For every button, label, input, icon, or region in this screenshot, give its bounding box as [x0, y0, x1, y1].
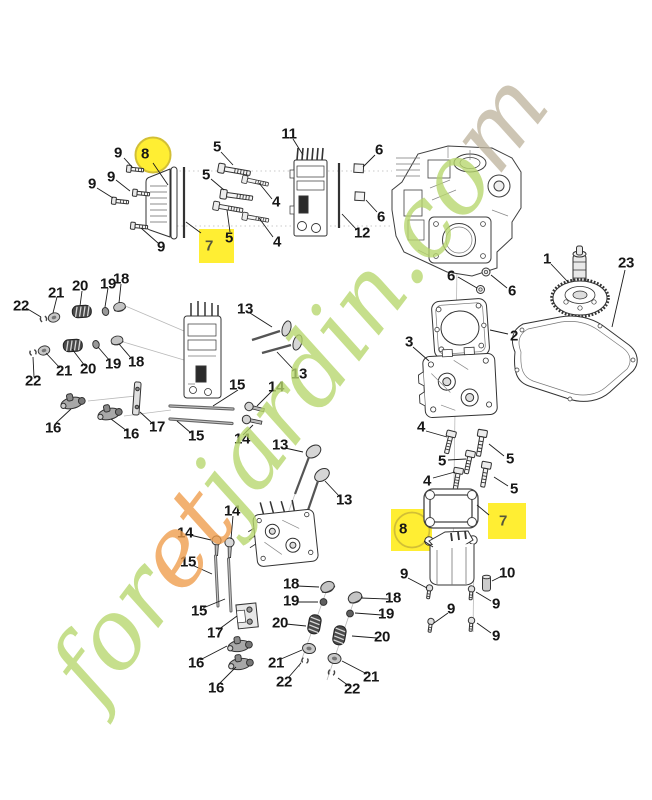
part-valve-springs-left	[28, 300, 127, 357]
highlight-box-7-bottom	[488, 503, 526, 539]
leader-lines	[25, 138, 626, 687]
highlight-box-7-top	[199, 229, 234, 263]
part-head-side-center	[183, 301, 222, 399]
part-engine-block	[391, 145, 522, 277]
part-cover-screws	[424, 583, 476, 634]
part-rockers-left	[58, 381, 142, 423]
part-1-camshaft-gear	[550, 245, 610, 318]
part-10-pin	[482, 574, 491, 592]
part-valve-cover-top	[145, 166, 186, 240]
part-13-valves-top	[251, 320, 303, 355]
part-13-valves-bottom	[293, 444, 330, 517]
part-valve-springs-bottom-right	[326, 589, 365, 677]
part-17-pivot-bottom	[235, 602, 259, 630]
part-rods-tappets-bottom	[210, 535, 235, 613]
part-6-washers	[476, 267, 491, 294]
part-23-oil-pan-gasket	[511, 315, 638, 402]
highlight-circle-8-top	[134, 136, 172, 174]
part-bolts-5-4-top	[212, 162, 270, 225]
highlight-ring-8-bottom	[393, 511, 431, 549]
part-valve-springs-bottom-left	[300, 578, 337, 665]
part-11-head-side	[289, 147, 328, 237]
part-head-bottom	[248, 499, 319, 567]
part-rods-tappets-top	[168, 401, 265, 426]
part-6-squares	[353, 163, 366, 202]
part-3-cylinder-head	[417, 346, 498, 418]
highlights	[134, 136, 526, 551]
part-rockers-bottom	[225, 634, 255, 672]
part-screws-9-top	[110, 164, 151, 232]
part-7-cover-gasket	[423, 488, 479, 529]
part-2-head-gasket	[431, 298, 490, 359]
part-8-valve-cover	[424, 530, 478, 586]
